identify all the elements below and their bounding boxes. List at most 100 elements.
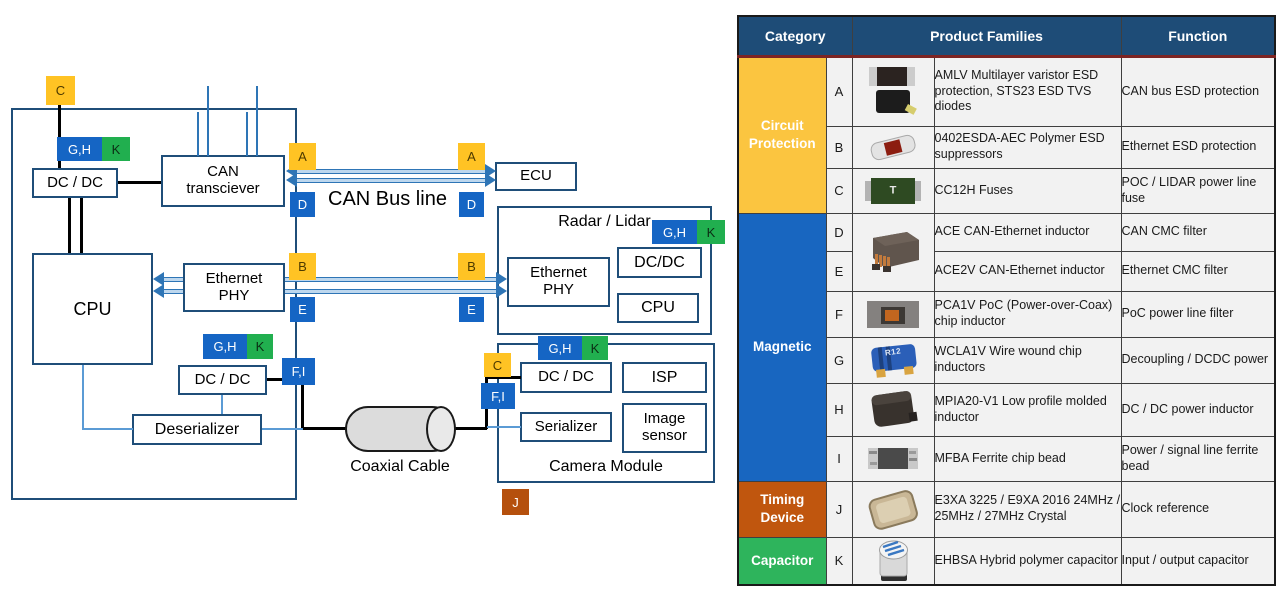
box-ethernet-phy-radar-label: Ethernet PHY	[530, 264, 587, 298]
can-bus-line-lower	[297, 178, 487, 183]
line-into-cam-dcdc	[485, 376, 521, 379]
box-serializer: Serializer	[520, 412, 612, 442]
row-e-function: Ethernet CMC filter	[1120, 250, 1276, 292]
row-j-letter: J	[825, 480, 853, 538]
line-dcdc-cpu-1	[68, 198, 71, 253]
can-stub-line-4	[256, 86, 258, 156]
row-d-family: ACE CAN-Ethernet inductor	[933, 212, 1122, 252]
badge-e-left: E	[290, 297, 315, 322]
badge-a-right: A	[458, 143, 485, 170]
row-i-family: MFBA Ferrite chip bead	[933, 435, 1122, 482]
can-stub-line-3	[246, 112, 248, 156]
badge-fi-camera: F,I	[481, 383, 515, 409]
table-row-a: Circuit Protection A AMLV Multilayer var…	[737, 55, 1276, 214]
inductor-marking: R12	[884, 346, 902, 358]
coaxial-cable-label: Coaxial Cable	[350, 458, 450, 475]
product-image-poc-inductor	[864, 295, 922, 333]
table-row-d: Magnetic D ACE CAN-Ethernet inductor CAN…	[737, 212, 1276, 482]
category-timing-device: Timing Device	[737, 480, 827, 538]
phy-cpu-line-lower	[163, 289, 183, 294]
can-bus-line-label: CAN Bus line	[328, 188, 447, 210]
box-cpu-radar: CPU	[617, 293, 699, 323]
box-cpu-main-label: CPU	[73, 298, 112, 319]
product-image-varistor	[860, 64, 926, 120]
camera-module-label: Camera Module	[549, 458, 663, 475]
box-dcdc-topleft: DC / DC	[32, 168, 118, 198]
line-cpu-down	[82, 365, 84, 429]
box-dcdc-radar-label: DC/DC	[634, 253, 685, 271]
line-to-deserializer	[82, 428, 133, 430]
row-k-letter: K	[825, 536, 853, 585]
box-isp: ISP	[622, 362, 707, 393]
box-dcdc-bottomleft-label: DC / DC	[194, 370, 251, 388]
row-b-function: Ethernet ESD protection	[1120, 125, 1276, 169]
badge-d-right: D	[459, 192, 484, 217]
box-ecu: ECU	[495, 162, 577, 191]
box-dcdc-bottomleft: DC / DC	[178, 365, 267, 395]
badge-b-left: B	[289, 253, 316, 280]
badge-gh-radar: G,H	[652, 220, 697, 244]
table-row-c: C T CC12H Fuses POC / LIDAR power line f…	[738, 167, 1276, 214]
can-arrow-right-upper	[485, 164, 496, 178]
row-g-family: WCLA1V Wire wound chip inductors	[933, 336, 1122, 384]
badge-k-topleft: K	[102, 137, 130, 161]
product-image-crystal	[862, 485, 924, 533]
line-c-to-dcdc	[58, 104, 61, 168]
row-f-function: PoC power line filter	[1120, 290, 1276, 338]
row-a-function: CAN bus ESD protection	[1120, 55, 1276, 127]
ethernet-arrow-right-lower	[496, 284, 507, 298]
row-b-family: 0402ESDA-AEC Polymer ESD suppressors	[933, 125, 1122, 169]
line-coax-right	[452, 427, 487, 430]
phy-cpu-line-upper	[163, 277, 183, 282]
header-category: Category	[737, 15, 853, 58]
ethernet-line-upper	[285, 277, 497, 282]
row-h-function: DC / DC power inductor	[1120, 382, 1276, 437]
box-cpu-radar-label: CPU	[641, 299, 675, 317]
table-row-k: Capacitor K EHBSA Hybrid polymer capacit…	[737, 536, 1276, 585]
box-image-sensor-label: Image sensor	[641, 410, 688, 444]
product-image-esd-suppressor	[862, 129, 924, 165]
row-k-function: Input / output capacitor	[1120, 536, 1276, 585]
box-ethernet-phy-main: Ethernet PHY	[183, 263, 285, 312]
table-header-row: Category Product Families Function	[737, 15, 1276, 58]
row-c-function: POC / LIDAR power line fuse	[1120, 167, 1276, 214]
product-image-ace-inductor	[861, 226, 925, 278]
box-deserializer-label: Deserializer	[154, 420, 240, 438]
row-d-function: CAN CMC filter	[1120, 212, 1276, 252]
box-ethernet-phy-main-label: Ethernet PHY	[205, 269, 263, 304]
box-isp-label: ISP	[651, 368, 678, 386]
can-arrow-left-lower	[286, 173, 297, 187]
header-function: Function	[1120, 15, 1276, 58]
category-magnetic: Magnetic	[737, 212, 827, 482]
box-dcdc-camera: DC / DC	[520, 362, 612, 393]
box-cpu-main: CPU	[32, 253, 153, 365]
can-arrow-right-lower	[485, 173, 496, 187]
row-a-letter: A	[825, 55, 853, 127]
box-can-transceiver: CAN transciever	[161, 155, 285, 207]
badge-e-right: E	[459, 297, 484, 322]
box-serializer-label: Serializer	[534, 417, 598, 435]
phy-cpu-arrow-upper	[153, 272, 164, 286]
box-deserializer: Deserializer	[132, 414, 262, 445]
line-into-serializer	[487, 426, 521, 428]
row-d-letter: D	[825, 212, 853, 252]
category-circuit-protection: Circuit Protection	[737, 55, 827, 214]
fuse-marking: T	[889, 184, 897, 197]
badge-k-radar: K	[697, 220, 725, 244]
box-dcdc-camera-label: DC / DC	[538, 368, 594, 386]
can-bus-line-upper	[297, 169, 487, 174]
badge-c-camera: C	[484, 353, 511, 377]
product-image-ferrite-bead	[863, 443, 923, 475]
phy-cpu-arrow-lower	[153, 284, 164, 298]
badge-gh-camera: G,H	[538, 336, 582, 360]
badge-gh-dcdc-bottom: G,H	[203, 334, 247, 359]
row-g-function: Decoupling / DCDC power	[1120, 336, 1276, 384]
table-row-g: G R12 WCLA1V Wire wound chip inductors D…	[738, 336, 1276, 384]
category-capacitor: Capacitor	[737, 536, 827, 585]
row-j-function: Clock reference	[1120, 480, 1276, 538]
badge-j-camera: J	[502, 489, 529, 515]
product-image-capacitor	[870, 538, 916, 584]
can-stub-line-2	[207, 86, 209, 156]
row-b-letter: B	[825, 125, 853, 169]
row-h-family: MPIA20-V1 Low profile molded inductor	[933, 382, 1122, 437]
